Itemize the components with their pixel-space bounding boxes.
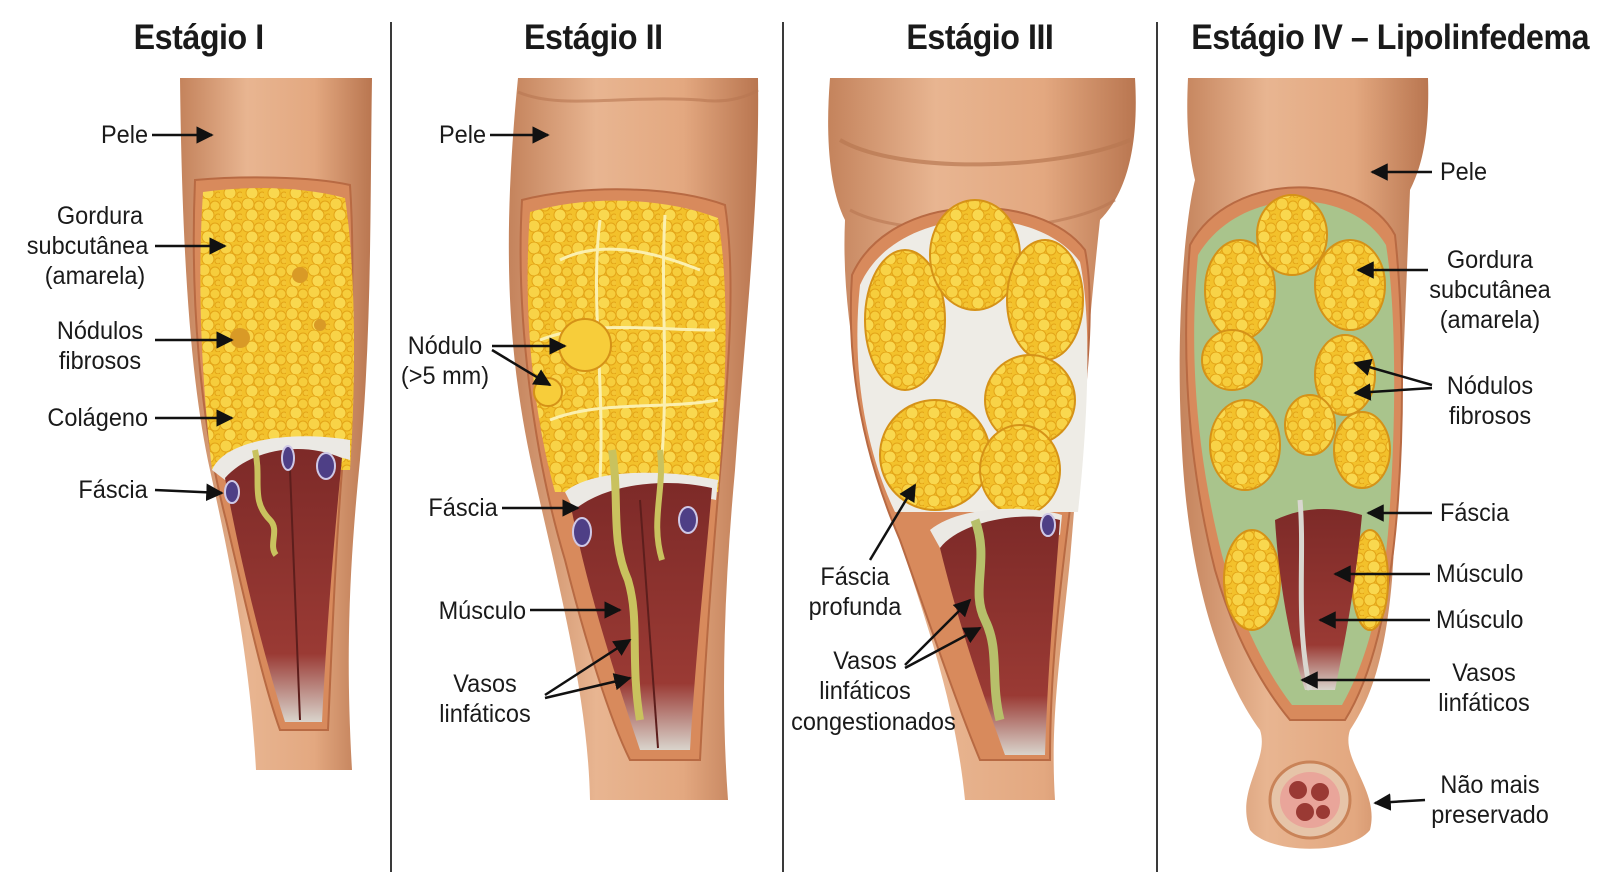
stage-2-label-nodulo-2: (>5 mm) — [400, 362, 490, 390]
stage-4-label-gordura-2: subcutânea — [1429, 276, 1551, 304]
stage-3-label-vasos-1: Vasos — [833, 647, 897, 675]
stage-2-label-vasos-1: Vasos — [453, 670, 517, 698]
stage-4-label-nodulos-2: fibrosos — [1448, 402, 1532, 430]
stage-4-label-vasos-2: linfáticos — [1438, 689, 1530, 717]
stage-1-label-nodulos-2: fibrosos — [58, 347, 142, 375]
stage-3-label-vasos-3: congestionados — [791, 708, 956, 736]
stage-3-label-vasos-2: linfáticos — [819, 677, 911, 705]
stage-4-label-vasos-1: Vasos — [1452, 659, 1516, 687]
stage-4-label-nao-1: Não mais — [1440, 771, 1540, 799]
divider-3 — [1156, 22, 1158, 872]
stage-4-label-gordura-3: (amarela) — [1439, 306, 1541, 334]
stage-4-label-nao-2: preservado — [1431, 801, 1549, 829]
stage-4-label-gordura-1: Gordura — [1446, 246, 1534, 274]
stage-2-leg — [508, 78, 759, 800]
stage-4-label-pele: Pele — [1440, 158, 1488, 186]
stage-4-label-musculo-a: Músculo — [1436, 560, 1524, 588]
stage-2-label-fascia: Fáscia — [428, 494, 498, 522]
stage-2-label-pele: Pele — [438, 121, 486, 149]
stage-2-label-musculo: Músculo — [438, 597, 526, 625]
stage-1-title: Estágio I — [133, 18, 265, 57]
stage-1-label-gordura-3: (amarela) — [44, 262, 146, 290]
stage-4-label-musculo-b: Músculo — [1436, 606, 1524, 634]
stage-2-title: Estágio II — [524, 18, 663, 57]
stage-3-label-fascia-1: Fáscia — [820, 563, 890, 591]
stage-1-leg — [180, 78, 372, 770]
divider-1 — [390, 22, 392, 872]
stage-1-label-gordura-2: subcutânea — [26, 232, 148, 260]
stage-4-title: Estágio IV – Lipolinfedema — [1191, 18, 1590, 57]
stage-2-label-nodulo-1: Nódulo — [407, 332, 483, 360]
stage-4-leg — [1179, 78, 1429, 849]
stage-3-leg — [828, 78, 1136, 800]
label-arrows — [152, 126, 1433, 811]
stage-1-label-pele: Pele — [100, 121, 148, 149]
stage-1-label-colageno: Colágeno — [47, 404, 148, 432]
stage-4-label-fascia: Fáscia — [1440, 499, 1510, 527]
stage-1-label-gordura-1: Gordura — [56, 202, 144, 230]
divider-2 — [782, 22, 784, 872]
stage-1-label-fascia: Fáscia — [78, 476, 148, 504]
stage-3-title: Estágio III — [906, 18, 1054, 57]
stage-4-label-nodulos-1: Nódulos — [1446, 372, 1534, 400]
stage-2-label-vasos-2: linfáticos — [439, 700, 531, 728]
stage-1-label-nodulos-1: Nódulos — [56, 317, 144, 345]
stage-3-label-fascia-2: profunda — [808, 593, 902, 621]
